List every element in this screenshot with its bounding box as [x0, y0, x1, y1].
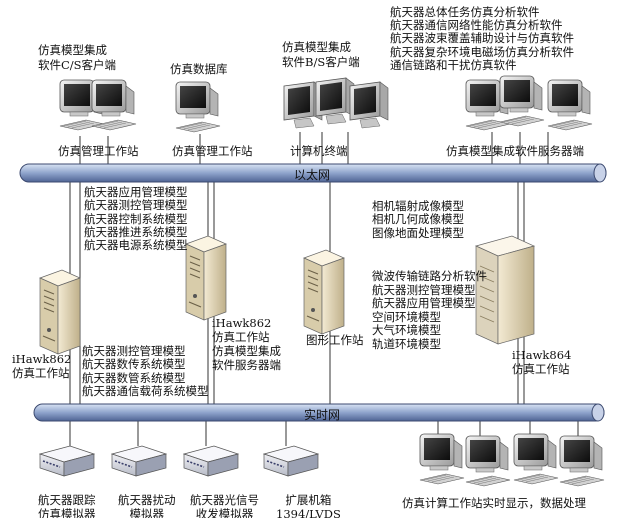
models-imaging: 相机辐射成像模型 相机几何成像模型 图像地面处理模型	[372, 200, 464, 240]
label-line: 航天器光信号	[190, 493, 259, 507]
label-line: 软件服务器端	[212, 358, 281, 372]
simulator-box-icon	[112, 446, 166, 476]
list-item: 航天器控制系统模型	[84, 213, 188, 226]
list-item: 航天器测控管理模型	[372, 284, 487, 298]
simulator-box-icon	[40, 446, 94, 476]
label-line: 软件B/S客户端	[282, 55, 360, 70]
label-line: iHawk864	[512, 348, 571, 362]
simulator-box-icon	[264, 446, 318, 476]
bottom-device-label-3: 航天器光信号 收发模拟器	[190, 493, 259, 518]
list-item: 相机几何成像模型	[372, 213, 464, 226]
list-item: 航天器数传系统模型	[82, 358, 209, 371]
list-item: 大气环境模型	[372, 324, 487, 338]
desktop-computer-icon	[560, 436, 604, 486]
simulator-box-icon	[184, 446, 238, 476]
list-item: 微波传输链路分析软件	[372, 270, 487, 284]
workstation-1-label: iHawk862 仿真工作站	[12, 352, 71, 380]
tower-server-icon	[40, 270, 80, 354]
bottom-right-label: 仿真计算工作站实时显示，数据处理	[402, 497, 586, 510]
bottom-device-label-4: 扩展机箱 1394/LVDS	[276, 493, 341, 518]
workstation-4-label: iHawk864 仿真工作站	[512, 348, 571, 376]
desktop-computer-icon	[420, 434, 464, 484]
tower-server-icon	[186, 236, 226, 320]
desktop-computer-icon	[514, 434, 558, 484]
list-item: 航天器波束覆盖辅助设计与仿真软件	[390, 32, 574, 45]
label-line: 模拟器	[118, 507, 176, 518]
list-item: 航天器测控管理模型	[82, 345, 209, 358]
label-line: 仿真工作站	[12, 366, 71, 380]
tower-server-icon	[304, 250, 344, 334]
list-item: 通信链路和干扰仿真软件	[390, 59, 574, 72]
label-line: 软件C/S客户端	[38, 58, 116, 73]
terminal-label: 计算机终端	[290, 145, 348, 158]
database-computer-icon	[176, 82, 220, 132]
bottom-device-label-2: 航天器扰动 模拟器	[118, 493, 176, 518]
desktop-computer-icon	[500, 76, 544, 126]
ethernet-label: 以太网	[294, 166, 330, 183]
workstation-2-label: iHawk862 仿真工作站 仿真模型集成 软件服务器端	[212, 316, 281, 372]
list-item: 空间环境模型	[372, 311, 487, 325]
list-item: 航天器通信载荷系统模型	[82, 385, 209, 398]
label-line: 航天器跟踪	[38, 493, 96, 507]
label-line: 仿真模型集成	[282, 40, 360, 55]
list-item: 图像地面处理模型	[372, 227, 464, 240]
bs-client-label: 仿真模型集成 软件B/S客户端	[282, 40, 360, 70]
models-left-top: 航天器应用管理模型 航天器测控管理模型 航天器控制系统模型 航天器推进系统模型 …	[84, 186, 188, 252]
monitor-icon	[350, 82, 388, 128]
list-item: 航天器电源系统模型	[84, 239, 188, 252]
list-item: 航天器应用管理模型	[372, 297, 487, 311]
list-item: 航天器测控管理模型	[84, 199, 188, 212]
label-line: 仿真工作站	[512, 362, 571, 376]
label-line: 仿真模拟器	[38, 507, 96, 518]
list-item: 轨道环境模型	[372, 338, 487, 352]
label-line: 航天器扰动	[118, 493, 176, 507]
realtime-net-label: 实时网	[304, 406, 340, 423]
list-item: 航天器数管系统模型	[82, 372, 209, 385]
list-item: 航天器应用管理模型	[84, 186, 188, 199]
label-line: 仿真模型集成	[212, 344, 281, 358]
list-item: 相机辐射成像模型	[372, 200, 464, 213]
label-line: 仿真工作站	[212, 330, 281, 344]
desktop-computer-icon	[548, 80, 592, 130]
top-left-client-label: 仿真模型集成 软件C/S客户端	[38, 43, 116, 73]
list-item: 航天器推进系统模型	[84, 226, 188, 239]
mgmt-workstation-label-2: 仿真管理工作站	[172, 145, 253, 158]
label-line: iHawk862	[12, 352, 71, 366]
list-item: 航天器复杂环境电磁场仿真分析软件	[390, 46, 574, 59]
label-line: 仿真模型集成	[38, 43, 116, 58]
server-end-label: 仿真模型集成软件服务器端	[446, 145, 584, 158]
label-line: 扩展机箱	[276, 493, 341, 507]
label-line: 1394/LVDS	[276, 507, 341, 518]
models-left-bottom: 航天器测控管理模型 航天器数传系统模型 航天器数管系统模型 航天器通信载荷系统模…	[82, 345, 209, 399]
label-line: iHawk862	[212, 316, 281, 330]
database-label: 仿真数据库	[170, 63, 228, 76]
desktop-computer-icon	[466, 436, 510, 486]
graphics-workstation-label: 图形工作站	[306, 334, 364, 347]
mgmt-workstation-label-1: 仿真管理工作站	[58, 145, 139, 158]
label-line: 收发模拟器	[190, 507, 259, 518]
models-right: 微波传输链路分析软件 航天器测控管理模型 航天器应用管理模型 空间环境模型 大气…	[372, 270, 487, 352]
bottom-device-label-1: 航天器跟踪 仿真模拟器	[38, 493, 96, 518]
top-right-software-list: 航天器总体任务仿真分析软件 航天器通信网络性能仿真分析软件 航天器波束覆盖辅助设…	[390, 6, 574, 72]
